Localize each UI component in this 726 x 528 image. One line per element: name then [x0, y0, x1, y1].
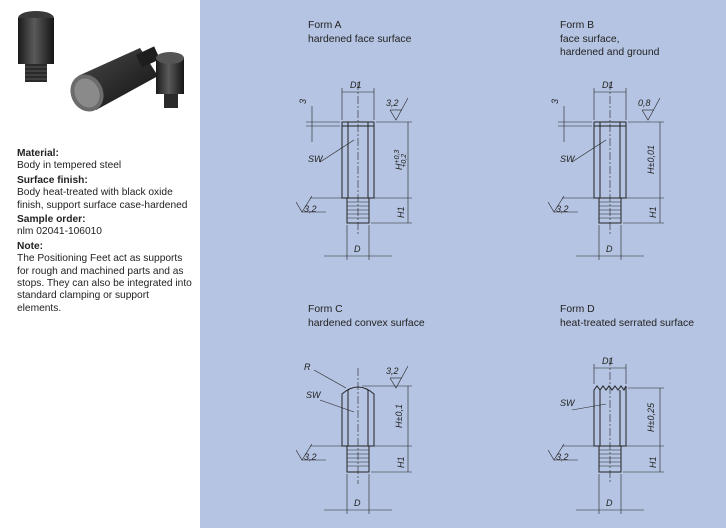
product-photo [18, 11, 184, 112]
form-c-drawing: R 3,2 SW H±0,1 3,2 H1 D [295, 362, 412, 514]
sample-order-heading: Sample order: [17, 214, 86, 226]
form-c-sw-label: SW [306, 390, 322, 400]
form-b-subtitle: face surface, hardened and ground [560, 34, 660, 58]
form-d-d1-label: D1 [602, 356, 614, 366]
form-c-roughness-bottom: 3,2 [304, 452, 317, 462]
technical-drawings-panel: Form A hardened face surface [200, 0, 726, 528]
form-d-drawing: D1 SW H±0,25 3,2 H1 D [547, 356, 664, 514]
product-info-column: Material: Body in tempered steel Surface… [0, 0, 200, 528]
form-b-sw-label: SW [560, 154, 576, 164]
form-d-h1-label: H1 [648, 456, 658, 468]
material-text: Body in tempered steel [17, 160, 122, 172]
form-a-d1-label: D1 [350, 80, 362, 90]
form-a-subtitle: hardened face surface [308, 34, 412, 45]
form-d-sw-label: SW [560, 398, 576, 408]
form-d-d-label: D [606, 498, 613, 508]
surface-finish-text: Body heat-treated with black oxide finis… [17, 187, 188, 211]
form-a-d-label: D [354, 244, 361, 254]
form-b-h1-label: H1 [648, 206, 658, 218]
form-d-title: Form D [560, 304, 595, 315]
form-a-h1-label: H1 [396, 206, 406, 218]
form-c-subtitle: hardened convex surface [308, 318, 425, 329]
form-b-tolerance-label: H±0,01 [646, 145, 656, 174]
form-b-title: Form B [560, 20, 595, 31]
note-heading: Note: [17, 240, 44, 252]
form-a-roughness-bottom: 3,2 [304, 204, 317, 214]
form-c-r-label: R [304, 362, 311, 372]
note-text: The Positioning Feet act as supports for… [17, 253, 192, 314]
surface-finish-heading: Surface finish: [17, 174, 88, 186]
form-c-title: Form C [308, 304, 343, 315]
product-description: Material: Body in tempered steel Surface… [17, 146, 195, 316]
form-c-tolerance-label: H±0,1 [394, 404, 404, 428]
form-a-drawing: D1 3 3,2 SW H+0,3+0,2 3,2 H1 D [295, 80, 412, 260]
form-c-h1-label: H1 [396, 456, 406, 468]
form-a-roughness-top: 3,2 [386, 98, 399, 108]
form-d-tolerance-label: H±0,25 [646, 402, 656, 432]
form-b-roughness-top: 0,8 [638, 98, 651, 108]
form-b-roughness-bottom: 3,2 [556, 204, 569, 214]
form-b-d1-label: D1 [602, 80, 614, 90]
form-a-3-label: 3 [298, 99, 308, 104]
form-a-title: Form A [308, 20, 342, 31]
material-heading: Material: [17, 148, 59, 159]
form-d-roughness-bottom: 3,2 [556, 452, 569, 462]
form-b-drawing: D1 3 0,8 SW H±0,01 3,2 H1 D [547, 80, 664, 260]
form-b-d-label: D [606, 244, 613, 254]
sample-order-text: nlm 02041-106010 [17, 226, 102, 238]
form-d-subtitle: heat-treated serrated surface [560, 318, 694, 329]
form-b-3-label: 3 [550, 99, 560, 104]
form-c-roughness-top: 3,2 [386, 366, 399, 376]
form-c-d-label: D [354, 498, 361, 508]
form-a-sw-label: SW [308, 154, 324, 164]
form-a-tolerance-label: H+0,3+0,2 [394, 150, 408, 170]
